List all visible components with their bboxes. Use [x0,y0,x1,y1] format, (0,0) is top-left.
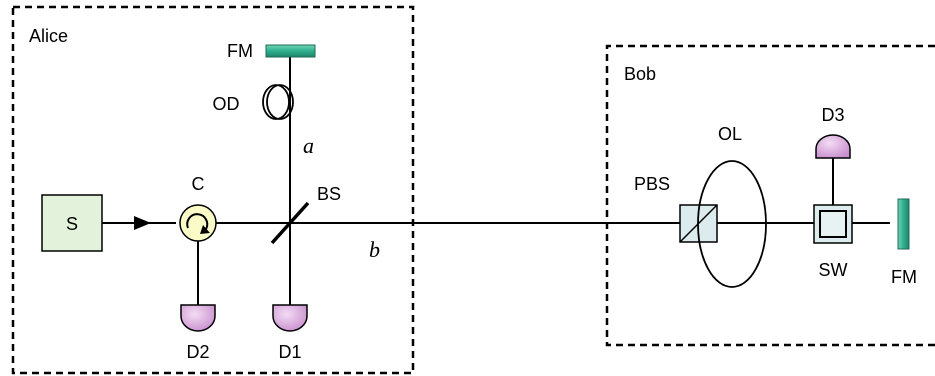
arm-a-label: a [303,133,314,158]
faraday-mirror-alice-label: FM [227,41,253,61]
detector-d2-label: D2 [186,342,209,362]
detector-d1-icon [272,304,308,332]
beam-splitter-label: BS [317,184,341,204]
bob-region-box [605,44,935,347]
faraday-mirror-bob-icon [897,198,910,250]
circulator-icon [179,204,217,242]
detector-d3-label: D3 [821,105,844,125]
arm-b-label: b [369,237,380,262]
faraday-mirror-alice-icon [265,44,316,58]
switch-label: SW [819,260,848,280]
alice-region-box [11,5,415,375]
detector-d2-icon [180,304,216,332]
faraday-mirror-bob-label: FM [891,267,917,287]
polarizing-beam-splitter-label: PBS [634,174,670,194]
detector-d1-label: D1 [278,342,301,362]
optical-loop-label: OL [718,124,742,144]
circulator-label: C [192,174,205,194]
arrow-icon [134,216,151,230]
optical-delay-coil-icon [262,84,294,120]
beam-splitter-icon [270,201,310,245]
source-label: S [66,214,78,234]
detector-d3-icon [815,134,851,159]
bob-label: Bob [624,64,656,84]
optical-delay-label: OD [213,94,240,114]
alice-label: Alice [29,26,68,46]
optical-loop-icon [697,160,767,288]
switch-icon [813,204,853,244]
source-box [41,194,103,252]
